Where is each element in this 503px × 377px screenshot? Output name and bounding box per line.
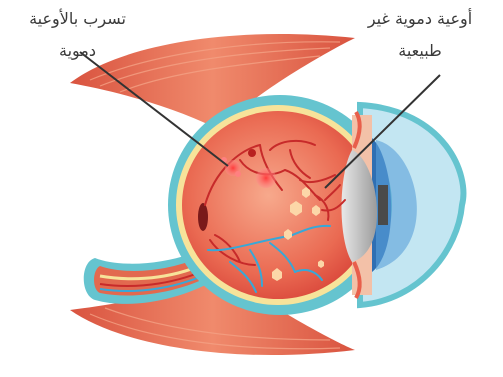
leakage-label-line1: تسرب بالأوعية xyxy=(0,8,155,30)
pupil xyxy=(378,185,388,225)
abnormal-vessels-label-line2: طبيعية xyxy=(340,40,500,62)
abnormal-vessels-label-line1: أوعية دموية غير xyxy=(340,8,500,30)
leakage-label-line2: دموية xyxy=(0,40,155,62)
optic-disc xyxy=(198,203,208,231)
